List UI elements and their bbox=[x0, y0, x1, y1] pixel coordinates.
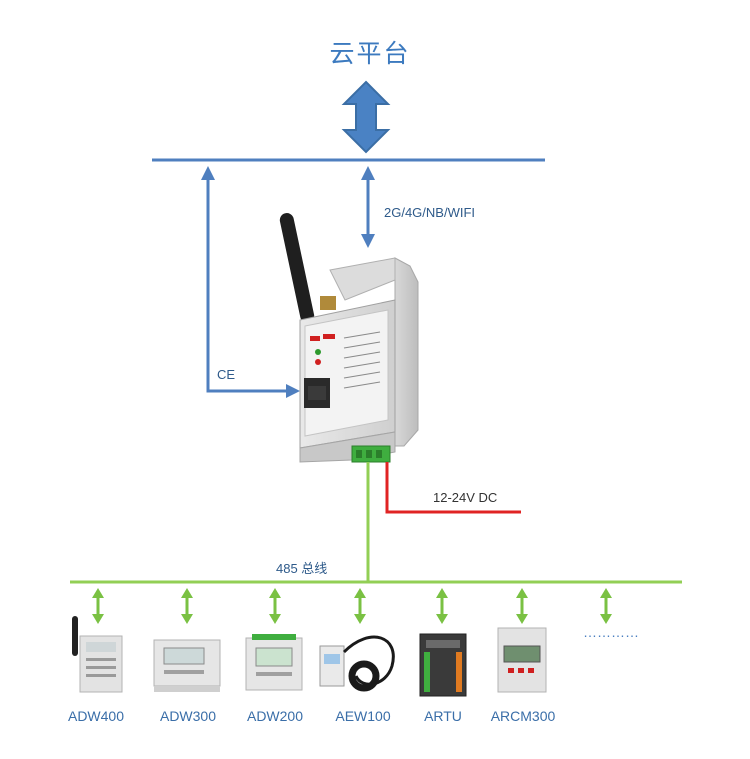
wireless-down-arrowhead bbox=[361, 234, 375, 248]
wireless-up-arrowhead bbox=[361, 166, 375, 180]
power-label: 12-24V DC bbox=[433, 490, 498, 505]
device-image-aew100 bbox=[319, 635, 395, 692]
device-image-adw200 bbox=[245, 634, 303, 691]
gateway-device bbox=[279, 213, 419, 463]
device-label-adw200: ADW200 bbox=[246, 708, 304, 724]
drop-arrow-adw200 bbox=[269, 588, 281, 624]
device-image-adw300 bbox=[153, 639, 221, 692]
device-label-arcm300: ARCM300 bbox=[490, 708, 556, 724]
ce-link-line bbox=[206, 178, 288, 393]
antenna bbox=[279, 213, 315, 323]
drop-arrow-arcm300 bbox=[516, 588, 528, 624]
wireless-label: 2G/4G/NB/WIFI bbox=[384, 205, 476, 220]
device-image-adw400 bbox=[72, 616, 123, 693]
more-devices-ellipsis: ………… bbox=[583, 624, 639, 640]
device-image-artu bbox=[419, 633, 467, 697]
drop-arrow-adw300 bbox=[181, 588, 193, 624]
device-label-aew100: AEW100 bbox=[335, 708, 391, 724]
device-label-artu: ARTU bbox=[424, 708, 462, 724]
bus-drop-arrows bbox=[92, 588, 612, 624]
bus-label: 485 总线 bbox=[276, 561, 328, 576]
drop-arrow-more bbox=[600, 588, 612, 624]
drop-arrow-adw400 bbox=[92, 588, 104, 624]
device-image-arcm300 bbox=[497, 627, 547, 693]
drop-arrow-aew100 bbox=[354, 588, 366, 624]
drop-arrow-artu bbox=[436, 588, 448, 624]
device-label-adw400: ADW400 bbox=[67, 708, 125, 724]
device-label-adw300: ADW300 bbox=[159, 708, 217, 724]
ce-up-arrowhead bbox=[201, 166, 215, 180]
cloud-platform-title: 云平台 bbox=[329, 39, 411, 68]
cloud-link-arrow bbox=[341, 80, 391, 154]
ce-right-arrowhead bbox=[286, 384, 300, 398]
ce-label: CE bbox=[217, 367, 236, 382]
power-line bbox=[385, 462, 521, 514]
